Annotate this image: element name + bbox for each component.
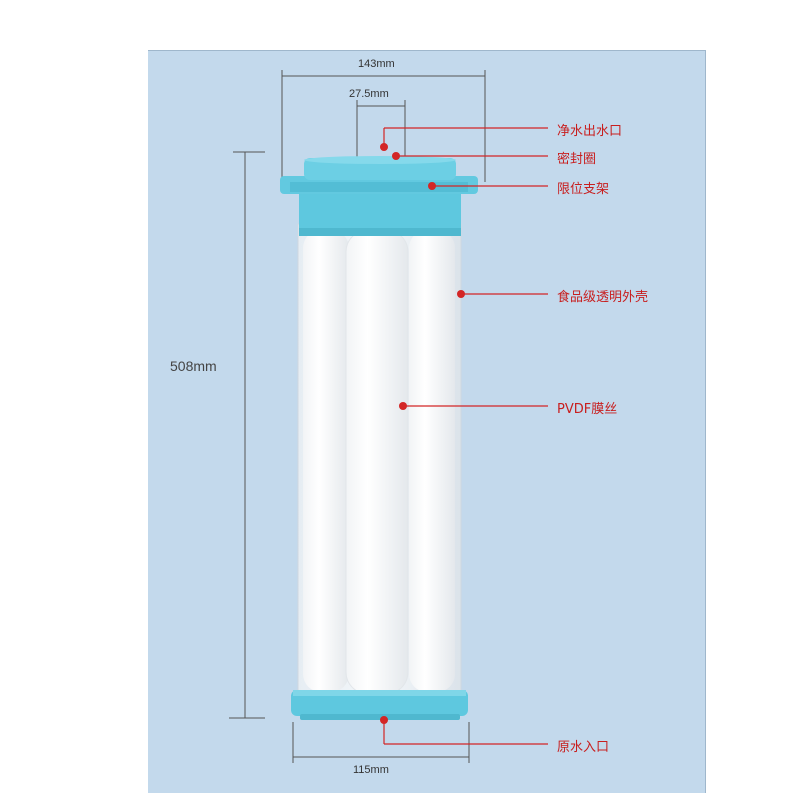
callout-seal-ring: 密封圈	[557, 152, 597, 167]
membrane-tube-center	[345, 229, 409, 695]
callout-inlet: 原水入口	[557, 740, 610, 755]
filter-cartridge	[280, 156, 478, 720]
callout-lines	[383, 127, 548, 745]
membrane-tube-left	[303, 230, 349, 692]
height-label: 508mm	[170, 358, 217, 374]
callout-housing: 食品级透明外壳	[557, 290, 649, 305]
bottom-width-label: 115mm	[353, 764, 389, 776]
callout-dots	[380, 143, 465, 724]
callout-membrane: PVDF膜丝	[557, 402, 618, 417]
outlet-width-label: 27.5mm	[349, 88, 389, 100]
outlet-nozzle	[304, 158, 456, 180]
membrane-tube-right	[409, 230, 455, 692]
callout-outlet: 净水出水口	[557, 124, 623, 139]
dimension-lines	[229, 70, 486, 763]
callout-bracket: 限位支架	[557, 182, 610, 197]
bottom-cap	[291, 690, 468, 716]
top-width-label: 143mm	[358, 58, 395, 70]
